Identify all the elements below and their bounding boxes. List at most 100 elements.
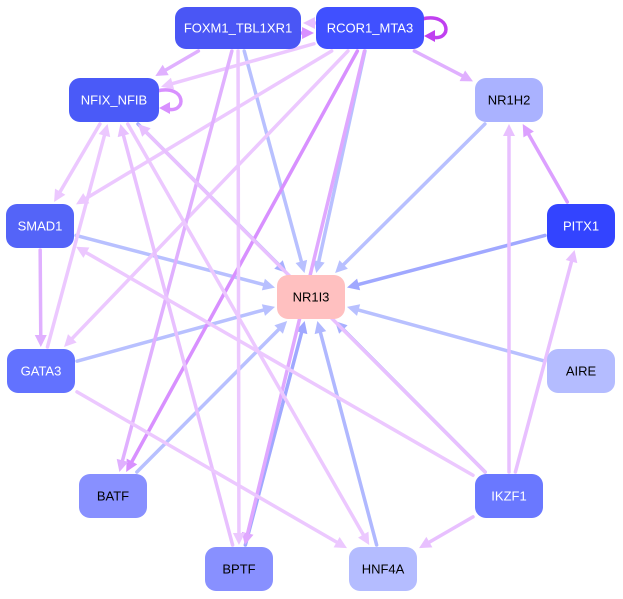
self-loop-nfix-nfib bbox=[156, 88, 183, 114]
edge-line bbox=[120, 49, 234, 463]
arrowhead-icon bbox=[155, 64, 169, 76]
node-bptf[interactable]: BPTF bbox=[205, 547, 273, 591]
arrowhead-icon bbox=[34, 334, 47, 347]
arrowhead-icon bbox=[76, 246, 90, 258]
node-box bbox=[277, 275, 345, 319]
arrowhead-icon bbox=[64, 334, 77, 347]
arrowhead-icon bbox=[333, 536, 347, 549]
edge-line bbox=[318, 330, 379, 547]
edge-gata3-to-nr1i3 bbox=[75, 304, 275, 363]
node-box bbox=[69, 78, 159, 122]
node-nr1i3[interactable]: NR1I3 bbox=[277, 275, 345, 319]
node-label: NR1I3 bbox=[293, 290, 330, 305]
node-ikzf1[interactable]: IKZF1 bbox=[475, 474, 543, 518]
edge-line bbox=[341, 122, 487, 267]
arrowhead-icon bbox=[54, 188, 66, 202]
node-box bbox=[6, 204, 74, 248]
arrowhead-icon bbox=[312, 259, 325, 273]
edge-line bbox=[356, 308, 547, 363]
node-nr1h2[interactable]: NR1H2 bbox=[475, 78, 543, 122]
arrowhead-icon bbox=[565, 250, 578, 264]
edge-line bbox=[75, 308, 266, 363]
arrowhead-icon bbox=[347, 278, 361, 291]
edge-rcor1-mta3-to-nfix-nfib bbox=[161, 42, 316, 90]
edge-ikzf1-to-nr1h2 bbox=[503, 124, 515, 474]
node-box bbox=[475, 78, 543, 122]
node-box bbox=[316, 7, 424, 49]
arrowhead-icon bbox=[335, 260, 348, 273]
arrowhead-icon bbox=[522, 124, 534, 138]
arrowhead-icon bbox=[303, 17, 315, 29]
edge-line bbox=[412, 49, 465, 78]
edge-nfix-nfib-to-smad1 bbox=[54, 122, 102, 202]
edge-smad1-to-gata3 bbox=[34, 248, 47, 347]
edge-line bbox=[156, 88, 183, 112]
edge-line bbox=[121, 133, 235, 547]
node-foxm1-tbl1xr1[interactable]: FOXM1_TBL1XR1 bbox=[175, 7, 301, 49]
edge-foxm1-tbl1xr1-to-nfix-nfib bbox=[155, 49, 201, 76]
arrowhead-icon bbox=[295, 321, 308, 335]
edge-foxm1-tbl1xr1-to-bptf bbox=[232, 49, 245, 545]
arrowhead-icon bbox=[98, 124, 111, 138]
arrowhead-icon bbox=[274, 321, 288, 334]
edge-ikzf1-to-smad1 bbox=[76, 246, 475, 478]
node-box bbox=[79, 474, 147, 518]
arrowhead-icon bbox=[295, 259, 308, 273]
arrowhead-icon bbox=[137, 124, 151, 137]
edge-line bbox=[356, 233, 547, 287]
edge-line bbox=[163, 49, 201, 72]
arrowhead-icon bbox=[314, 321, 327, 335]
arrowhead-icon bbox=[232, 532, 245, 545]
node-label: HNF4A bbox=[362, 562, 405, 577]
node-box bbox=[205, 547, 273, 591]
arrowhead-icon bbox=[116, 458, 129, 472]
edge-foxm1-tbl1xr1-to-nr1i3 bbox=[242, 49, 308, 273]
node-label: BATF bbox=[97, 489, 129, 504]
node-aire[interactable]: AIRE bbox=[547, 349, 615, 393]
edge-layer bbox=[34, 16, 578, 549]
node-label: RCOR1_MTA3 bbox=[327, 21, 413, 36]
edge-line bbox=[126, 122, 366, 537]
arrowhead-icon bbox=[261, 304, 275, 316]
arrowhead-icon bbox=[117, 124, 130, 138]
arrowhead-icon bbox=[424, 30, 435, 42]
edge-gata3-to-nfix-nfib bbox=[45, 124, 111, 349]
arrowhead-icon bbox=[126, 458, 138, 472]
node-label: BPTF bbox=[222, 562, 255, 577]
edge-batf-to-nr1i3 bbox=[135, 321, 288, 474]
edge-foxm1-tbl1xr1-to-rcor1-mta3 bbox=[300, 27, 314, 39]
node-rcor1-mta3[interactable]: RCOR1_MTA3 bbox=[316, 7, 424, 49]
node-pitx1[interactable]: PITX1 bbox=[547, 204, 615, 248]
node-box bbox=[175, 7, 301, 49]
edge-line bbox=[242, 49, 304, 264]
node-label: AIRE bbox=[566, 364, 597, 379]
arrowhead-icon bbox=[241, 531, 254, 545]
edge-ikzf1-to-hnf4a bbox=[419, 515, 475, 549]
arrowhead-icon bbox=[347, 304, 361, 316]
edge-line bbox=[84, 250, 475, 478]
node-label: GATA3 bbox=[21, 364, 62, 379]
edge-pitx1-to-nr1h2 bbox=[522, 124, 570, 204]
arrowhead-icon bbox=[419, 536, 433, 549]
edge-line bbox=[421, 16, 448, 40]
node-label: SMAD1 bbox=[18, 219, 63, 234]
edge-line bbox=[135, 327, 281, 474]
edge-line bbox=[75, 390, 339, 544]
node-batf[interactable]: BATF bbox=[79, 474, 147, 518]
edge-line bbox=[58, 122, 102, 194]
node-box bbox=[547, 349, 615, 393]
edge-rcor1-mta3-to-batf bbox=[126, 49, 360, 472]
node-label: FOXM1_TBL1XR1 bbox=[184, 21, 292, 36]
node-smad1[interactable]: SMAD1 bbox=[6, 204, 74, 248]
node-gata3[interactable]: GATA3 bbox=[7, 349, 75, 393]
node-nfix-nfib[interactable]: NFIX_NFIB bbox=[69, 78, 159, 122]
edge-line bbox=[45, 133, 107, 349]
edge-ikzf1-to-pitx1 bbox=[513, 250, 578, 474]
edge-pitx1-to-nr1i3 bbox=[347, 233, 547, 291]
node-label: PITX1 bbox=[563, 219, 599, 234]
node-box bbox=[7, 349, 75, 393]
node-hnf4a[interactable]: HNF4A bbox=[349, 547, 417, 591]
edge-line bbox=[170, 42, 316, 86]
